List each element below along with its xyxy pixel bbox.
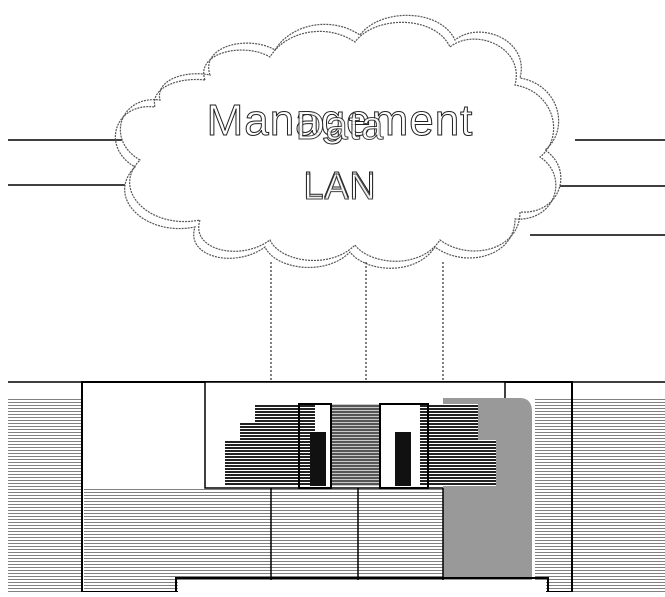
panel-graphics [225,403,496,489]
uplinks [270,262,444,382]
step-3 [255,404,315,424]
cloud-outline-front [119,14,562,262]
port-2 [395,432,411,486]
step-1 [225,440,315,486]
cloud-label-data: Data [295,104,385,149]
step-2 [240,422,315,442]
cloud-sublabel-lan-overlap: LAN [303,166,377,208]
hatch-left [8,398,82,592]
hatch-under-gray [535,398,572,592]
inner-frame-fill [178,580,546,592]
cloud-label-management: Management [206,96,474,146]
step-4 [330,404,380,486]
step-5 [420,404,478,486]
port-frame-2 [379,403,429,489]
cloud-sublabel-lan: LAN [303,164,377,206]
hatch-right [572,398,665,592]
inner-frame [175,577,549,592]
cloud-outline-back [114,21,557,269]
hatch-mid-left [84,488,272,592]
network-links [8,139,665,236]
cloud-shape [114,14,562,269]
step-6 [470,440,496,486]
port-frame-1 [298,403,332,489]
hatched-zones [8,398,665,592]
port-1 [310,432,326,486]
